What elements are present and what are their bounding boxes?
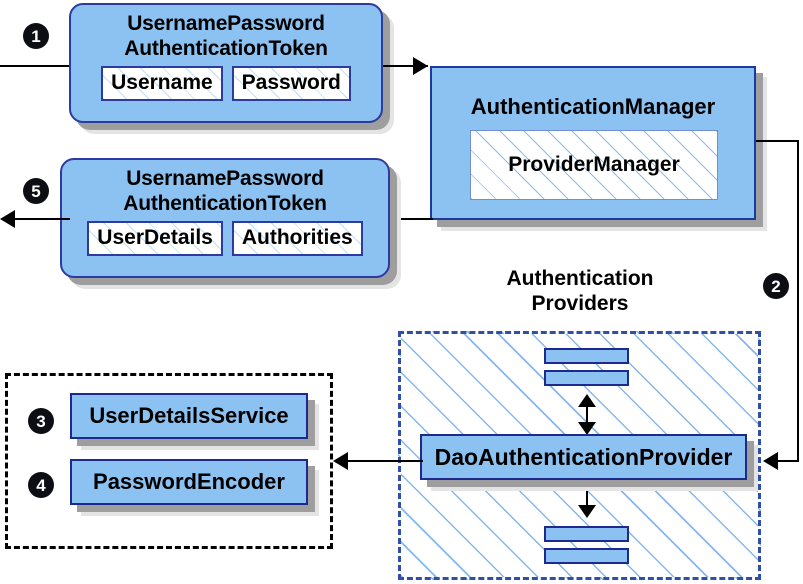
token-response-title-line2: AuthenticationToken [123, 192, 327, 215]
field-password: Password [231, 66, 351, 101]
arrow-outgoing-response-icon [0, 210, 15, 228]
authentication-providers-caption: Authentication Providers [460, 266, 700, 316]
arrow-down-top-icon [578, 422, 596, 435]
token-response-fields: UserDetails Authorities [87, 221, 363, 256]
arrow-down-bottom-icon [578, 505, 596, 518]
authentication-manager-title: AuthenticationManager [470, 94, 716, 119]
token-response-title-line1: UsernamePassword [126, 167, 324, 190]
connector-bottom-provider-link [586, 483, 588, 510]
username-password-authentication-token-request[interactable]: UsernamePassword AuthenticationToken Use… [69, 3, 383, 123]
connector-step2-bottom [778, 460, 799, 462]
arrow-into-dao-provider-icon [763, 452, 778, 470]
step-3-bullet: 3 [28, 408, 54, 434]
connector-top-provider-link [586, 400, 588, 427]
connector-step2-top [756, 140, 799, 142]
token-request-title-line1: UsernamePassword [127, 12, 325, 35]
password-encoder-box[interactable]: PasswordEncoder [70, 459, 308, 505]
providers-caption-line2: Providers [531, 292, 629, 315]
arrow-into-dependencies-icon [333, 452, 348, 470]
connector-step2-vertical [797, 140, 799, 461]
connector-dao-to-dependencies [348, 460, 423, 462]
username-password-authentication-token-response[interactable]: UsernamePassword AuthenticationToken Use… [60, 158, 390, 278]
connector-manager-to-response-token [383, 218, 433, 220]
provider-bar-bottom-1[interactable] [544, 526, 629, 542]
providers-caption-line1: Authentication [506, 267, 654, 290]
step-4-bullet: 4 [28, 472, 54, 498]
field-authorities: Authorities [231, 221, 363, 256]
connector-token-to-manager [383, 65, 428, 67]
field-user-details: UserDetails [87, 221, 223, 256]
authentication-manager-box[interactable]: AuthenticationManager ProviderManager [430, 66, 756, 220]
provider-manager-box[interactable]: ProviderManager [470, 130, 718, 200]
token-request-title-line2: AuthenticationToken [124, 37, 328, 60]
provider-bar-top-2[interactable] [544, 370, 629, 386]
step-2-bullet: 2 [763, 273, 789, 299]
arrow-into-manager-icon [413, 57, 428, 75]
authentication-providers-region [398, 331, 761, 580]
step-1-bullet: 1 [23, 23, 49, 49]
provider-bar-bottom-2[interactable] [544, 548, 629, 564]
step-5-bullet: 5 [23, 178, 49, 204]
field-username: Username [101, 66, 223, 101]
token-request-fields: Username Password [101, 66, 351, 101]
user-details-service-box[interactable]: UserDetailsService [70, 393, 308, 439]
dao-authentication-provider-box[interactable]: DaoAuthenticationProvider [420, 434, 747, 480]
connector-incoming-request [0, 65, 70, 67]
connector-outgoing-response [8, 218, 70, 220]
provider-bar-top-1[interactable] [544, 348, 629, 364]
